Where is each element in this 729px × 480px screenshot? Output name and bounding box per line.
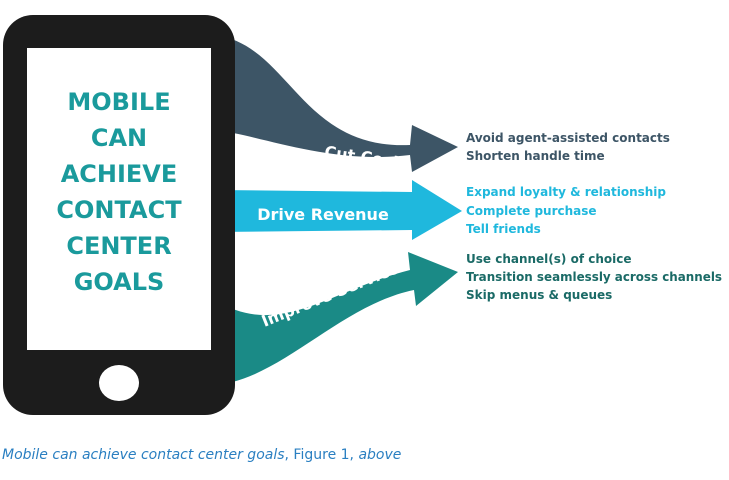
cut-costs-bullet-2: Shorten handle time [466, 149, 605, 163]
improve-service-arrow [215, 252, 458, 385]
phone-line-4: CONTACT [56, 196, 182, 224]
drive-revenue-bullet-3: Tell friends [466, 222, 541, 236]
drive-revenue-arrow [215, 180, 462, 240]
phone-line-6: GOALS [74, 268, 165, 296]
drive-revenue-bullet-1: Expand loyalty & relationship [466, 185, 666, 199]
drive-revenue-label: Drive Revenue [257, 205, 389, 224]
phone-screen [27, 48, 211, 350]
improve-service-bullet-2: Transition seamlessly across channels [466, 270, 722, 284]
drive-revenue-bullet-2: Complete purchase [466, 204, 597, 218]
phone-line-5: CENTER [66, 232, 171, 260]
figure-caption: Mobile can achieve contact center goals,… [2, 447, 401, 463]
caption-title: Mobile can achieve contact center goals [2, 447, 285, 463]
phone-line-1: MOBILE [67, 88, 170, 116]
caption-position: above [358, 447, 402, 463]
cut-costs-bullet-1: Avoid agent-assisted contacts [466, 131, 670, 145]
phone-home-button [99, 365, 139, 401]
caption-figure-ref: , Figure 1, [284, 447, 359, 463]
improve-service-bullet-3: Skip menus & queues [466, 288, 612, 302]
improve-service-bullet-1: Use channel(s) of choice [466, 252, 632, 266]
phone-line-3: ACHIEVE [61, 160, 178, 188]
cut-costs-arrow [215, 35, 458, 172]
phone-line-2: CAN [91, 124, 147, 152]
